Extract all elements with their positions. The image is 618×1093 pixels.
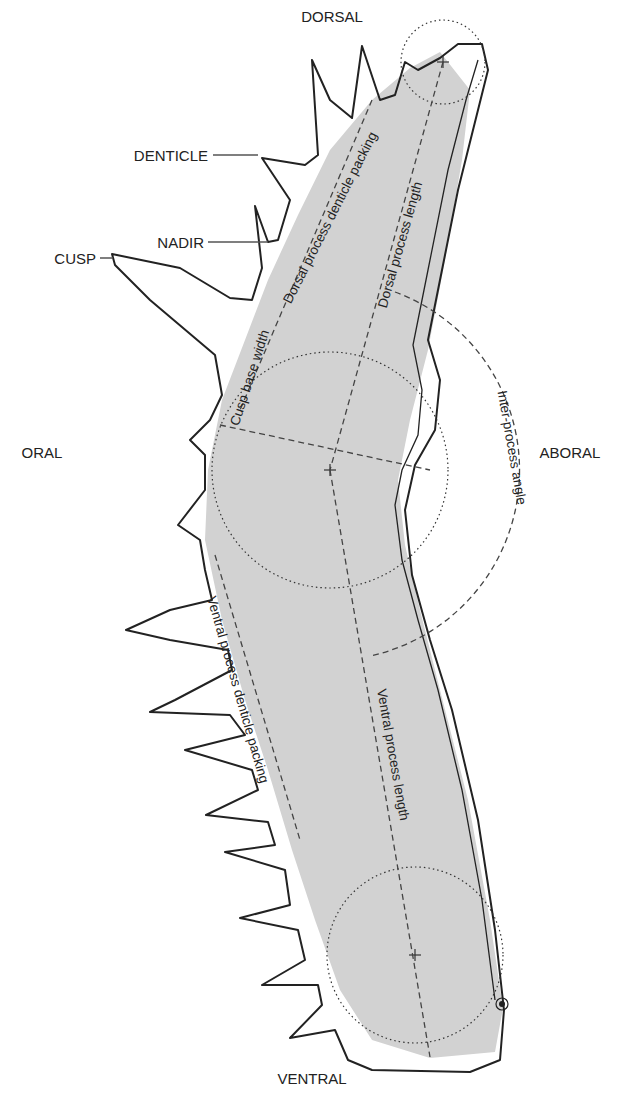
point-marker	[496, 998, 508, 1010]
fit-circles	[212, 20, 503, 1043]
part-label: NADIR	[157, 235, 204, 250]
shaded-body	[205, 52, 503, 1058]
part-label: ORAL	[22, 445, 63, 460]
part-label: VENTRAL	[277, 1071, 346, 1086]
part-label: DORSAL	[301, 9, 363, 24]
leader-line	[100, 155, 268, 258]
part-label: CUSP	[54, 251, 96, 266]
measurement-label: Inter-process angle	[495, 390, 528, 506]
part-label: ABORAL	[540, 445, 601, 460]
part-label: DENTICLE	[134, 148, 208, 163]
element-outline	[112, 44, 504, 1072]
measure-line	[215, 62, 520, 1057]
